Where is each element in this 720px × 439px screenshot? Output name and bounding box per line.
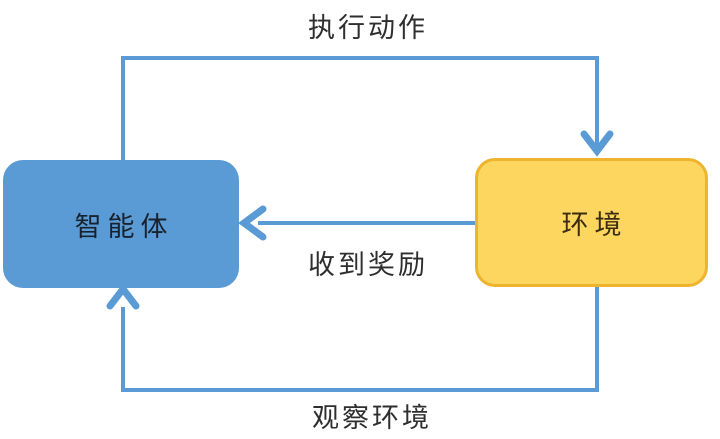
node-environment-label: 环境 xyxy=(561,210,628,240)
arrow-observe-line xyxy=(121,286,599,392)
arrowhead-action-down-icon xyxy=(580,130,614,157)
edge-label-action: 执行动作 xyxy=(308,13,428,43)
arrowhead-observe-up-icon xyxy=(106,283,140,310)
node-agent: 智能体 xyxy=(3,160,239,288)
node-agent-label: 智能体 xyxy=(74,211,174,242)
arrow-action-line xyxy=(121,56,599,162)
arrowhead-reward-left-icon xyxy=(238,205,267,241)
node-environment: 环境 xyxy=(475,158,708,287)
edge-label-observe: 观察环境 xyxy=(312,403,432,433)
edge-label-reward: 收到奖励 xyxy=(308,250,428,280)
